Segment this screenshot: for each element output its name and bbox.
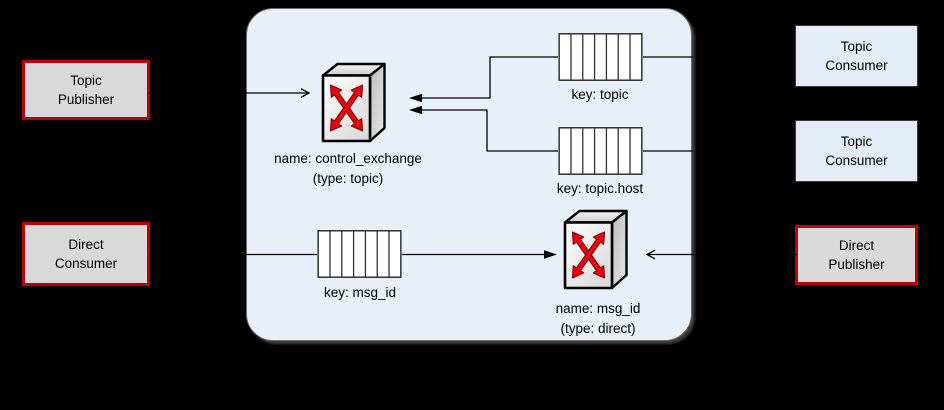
topic-consumer-top-label-line2: Consumer — [825, 58, 888, 73]
topic-consumer-bottom-node: Topic Consumer — [795, 120, 918, 182]
direct-exchange-name: name: msg_id — [555, 301, 641, 316]
control-exchange-name: name: control_exchange — [274, 151, 422, 166]
topic-publisher-label-line1: Topic — [70, 73, 102, 88]
topic-consumer-bottom-label-line1: Topic — [840, 134, 873, 149]
direct-publisher-label-line2: Publisher — [828, 257, 885, 272]
topic-publisher-node: Topic Publisher — [22, 60, 150, 120]
control-exchange-label: name: control_exchange (type: topic) — [274, 149, 422, 189]
queue-topic-icon — [558, 33, 643, 81]
topic-consumer-bottom-label-line2: Consumer — [825, 153, 888, 168]
direct-exchange-icon — [562, 209, 629, 290]
control-exchange-icon — [320, 62, 387, 143]
direct-publisher-label-line1: Direct — [838, 238, 875, 253]
direct-exchange-type: (type: direct) — [560, 321, 636, 336]
topic-publisher-label-line2: Publisher — [57, 92, 115, 107]
queue-msg-id-label: key: msg_id — [323, 285, 397, 300]
topic-consumer-top-node: Topic Consumer — [795, 25, 918, 87]
direct-exchange-label: name: msg_id (type: direct) — [556, 299, 641, 339]
queue-msg-id-icon — [317, 230, 402, 278]
queue-topic-host-label: key: topic.host — [556, 181, 644, 196]
control-exchange-type: (type: topic) — [312, 171, 384, 186]
direct-publisher-node: Direct Publisher — [795, 225, 918, 285]
topic-consumer-top-label-line1: Topic — [840, 39, 873, 54]
direct-consumer-label-line1: Direct — [68, 237, 104, 252]
queue-topic-label: key: topic — [571, 87, 629, 102]
direct-consumer-node: Direct Consumer — [22, 222, 150, 286]
queue-topic-host-icon — [558, 127, 643, 175]
direct-consumer-label-line2: Consumer — [54, 256, 118, 271]
